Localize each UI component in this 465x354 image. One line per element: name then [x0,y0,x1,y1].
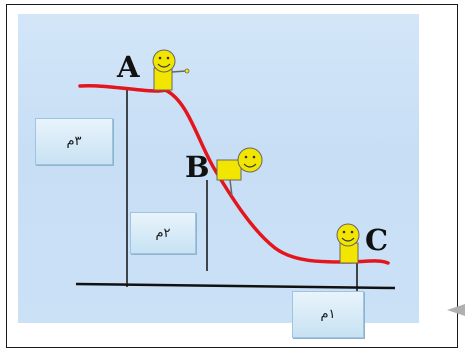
smiley-figure-c [336,223,360,264]
point-label-a: A [117,50,140,84]
arrow-icon [447,304,465,316]
height-box-b: ٢م [130,212,196,254]
point-label-c: C [365,223,389,257]
point-label-b: B [185,150,210,184]
height-box-a: ٣م [35,118,113,165]
smiley-figure-b [216,147,263,197]
smiley-figure-a [152,49,190,91]
height-box-c: ١م [292,291,364,338]
ground-line [75,282,396,290]
